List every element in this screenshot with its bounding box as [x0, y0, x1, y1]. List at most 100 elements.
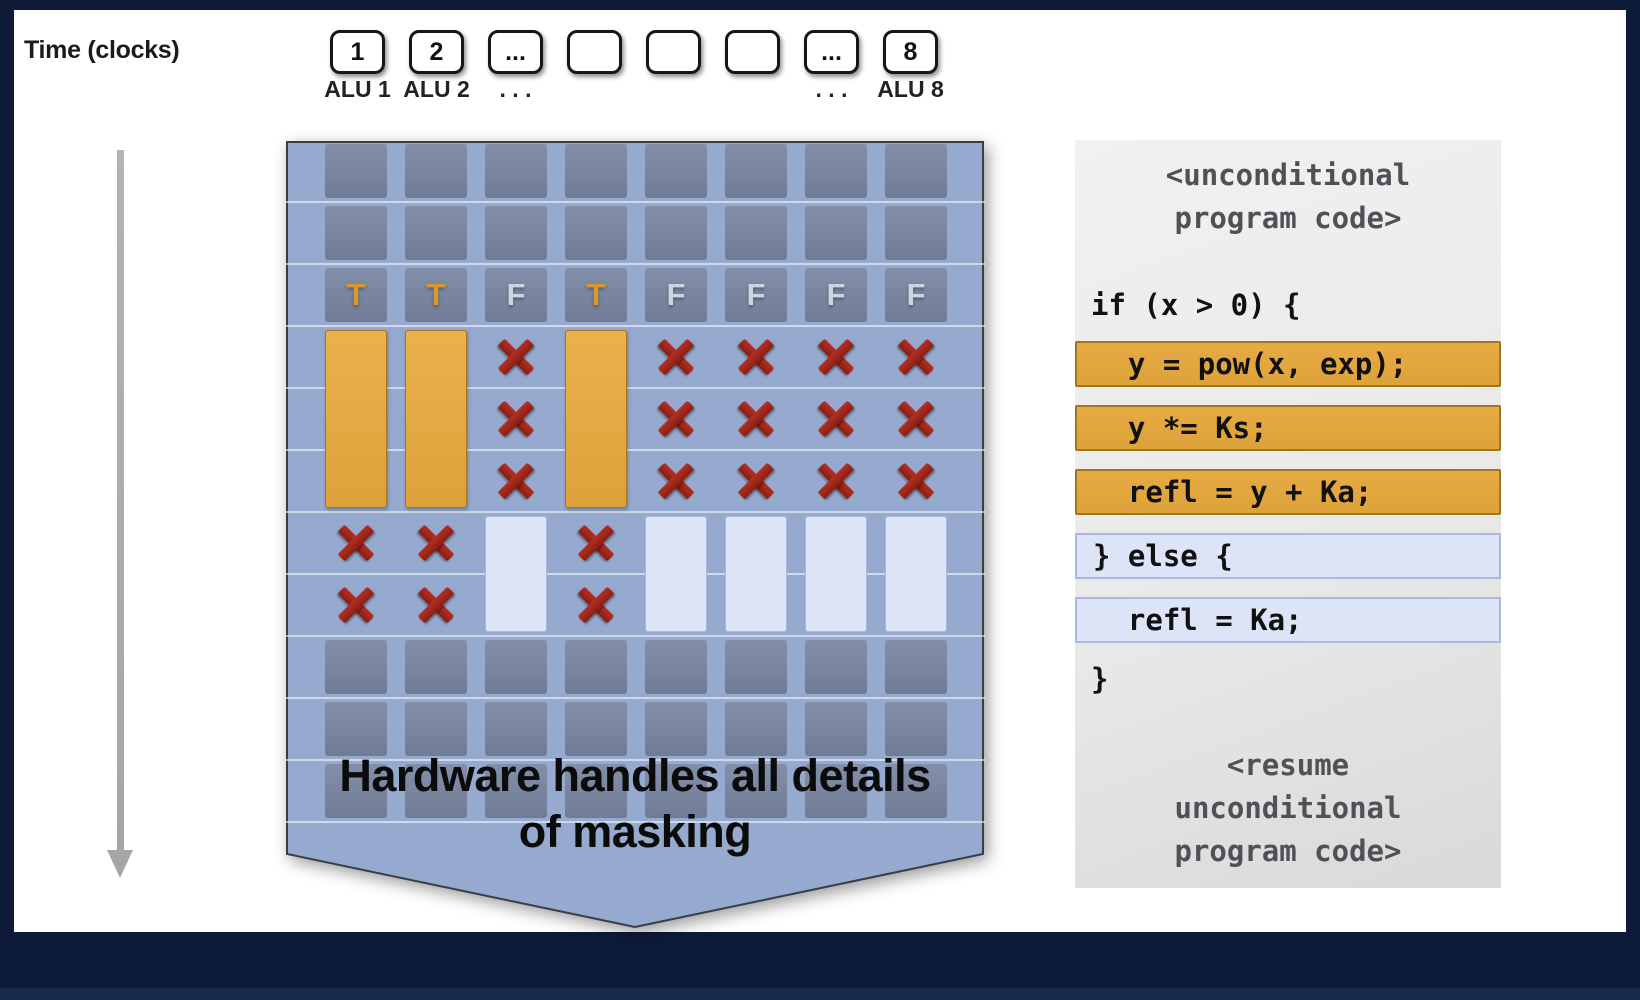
x-mark-icon — [416, 585, 456, 625]
if-branch-cell — [885, 450, 947, 512]
mask-letter: F — [826, 277, 846, 312]
lavender-bar — [725, 516, 787, 632]
else-branch-cell — [645, 512, 707, 636]
if-branch-cell — [485, 450, 547, 512]
mask-letter: F — [746, 277, 766, 312]
alu-box: 1 — [330, 30, 385, 74]
pennant-gridline — [285, 635, 985, 637]
pennant-gridline — [285, 759, 985, 761]
alu-box: 8 — [883, 30, 938, 74]
x-mark-icon — [336, 585, 376, 625]
mask-letter: T — [426, 277, 446, 312]
code-line-center: unconditional — [1174, 791, 1402, 825]
arrow-down-icon — [107, 850, 133, 878]
if-branch-cell — [645, 388, 707, 450]
uncond-block — [405, 702, 467, 756]
uncond-cell — [405, 202, 467, 264]
uncond-block — [885, 702, 947, 756]
uncond-block — [485, 206, 547, 260]
uncond-block — [885, 764, 947, 818]
pennant-gridline — [285, 821, 985, 823]
gold-bar — [565, 330, 627, 508]
simd-lane-4: T — [565, 140, 627, 822]
uncond-cell — [725, 202, 787, 264]
uncond-block — [405, 764, 467, 818]
x-mark-icon — [896, 461, 936, 501]
if-branch-cell — [645, 450, 707, 512]
else-branch-cell — [405, 512, 467, 574]
uncond-cell — [405, 140, 467, 202]
caption-line-2: of masking — [518, 806, 752, 857]
alu-box — [646, 30, 701, 74]
uncond-block — [485, 640, 547, 694]
time-arrow-line — [116, 150, 124, 850]
uncond-cell — [885, 140, 947, 202]
code-line-spacer — [1075, 706, 1501, 744]
x-mark-icon — [576, 585, 616, 625]
x-mark-icon — [496, 461, 536, 501]
uncond-block — [325, 206, 387, 260]
uncond-block — [325, 764, 387, 818]
uncond-cell — [325, 140, 387, 202]
x-mark-icon — [896, 399, 936, 439]
frame-bottom-accent — [0, 988, 1640, 1000]
uncond-cell — [565, 636, 627, 698]
mask-cell: T — [405, 264, 467, 326]
mask-block: F — [805, 268, 867, 322]
if-branch-cell — [485, 388, 547, 450]
simd-lane-2: T — [405, 140, 467, 822]
mask-letter: F — [906, 277, 926, 312]
alu-box: 2 — [409, 30, 464, 74]
uncond-block — [485, 702, 547, 756]
x-mark-icon — [736, 399, 776, 439]
if-branch-cell — [725, 450, 787, 512]
simd-lane-8: F — [885, 140, 947, 822]
alu-unit-6 — [725, 30, 780, 103]
uncond-block — [565, 764, 627, 818]
lavender-bar — [805, 516, 867, 632]
else-branch-cell — [885, 512, 947, 636]
mask-cell: F — [725, 264, 787, 326]
uncond-cell — [325, 760, 387, 822]
uncond-cell — [565, 698, 627, 760]
if-branch-cell — [805, 450, 867, 512]
if-branch-cell — [325, 326, 387, 512]
alu-unit-4 — [567, 30, 622, 103]
uncond-block — [725, 206, 787, 260]
simd-lane-6: F — [725, 140, 787, 822]
code-line-spacer — [1075, 240, 1501, 278]
mask-block: F — [485, 268, 547, 322]
uncond-cell — [645, 698, 707, 760]
time-axis-arrow — [107, 150, 133, 878]
else-branch-cell — [325, 512, 387, 574]
if-branch-cell — [565, 326, 627, 512]
uncond-cell — [645, 202, 707, 264]
alu-unit-label: . . . — [499, 76, 532, 102]
uncond-block — [565, 702, 627, 756]
alu-unit-label: . . . — [815, 76, 848, 102]
mask-block: T — [565, 268, 627, 322]
x-mark-icon — [656, 399, 696, 439]
uncond-cell — [645, 140, 707, 202]
code-line-gold: y *= Ks; — [1075, 405, 1501, 451]
mask-block: T — [325, 268, 387, 322]
uncond-block — [805, 144, 867, 198]
x-mark-icon — [416, 523, 456, 563]
lavender-bar — [645, 516, 707, 632]
uncond-cell — [885, 636, 947, 698]
alu-unit-label: ALU 8 — [877, 76, 944, 102]
uncond-cell — [885, 202, 947, 264]
x-mark-icon — [656, 461, 696, 501]
pennant-gridline — [285, 325, 985, 327]
mask-cell: T — [565, 264, 627, 326]
uncond-cell — [485, 636, 547, 698]
uncond-block — [645, 144, 707, 198]
uncond-block — [645, 640, 707, 694]
uncond-block — [565, 206, 627, 260]
uncond-cell — [565, 760, 627, 822]
uncond-cell — [725, 760, 787, 822]
mask-cell: F — [645, 264, 707, 326]
